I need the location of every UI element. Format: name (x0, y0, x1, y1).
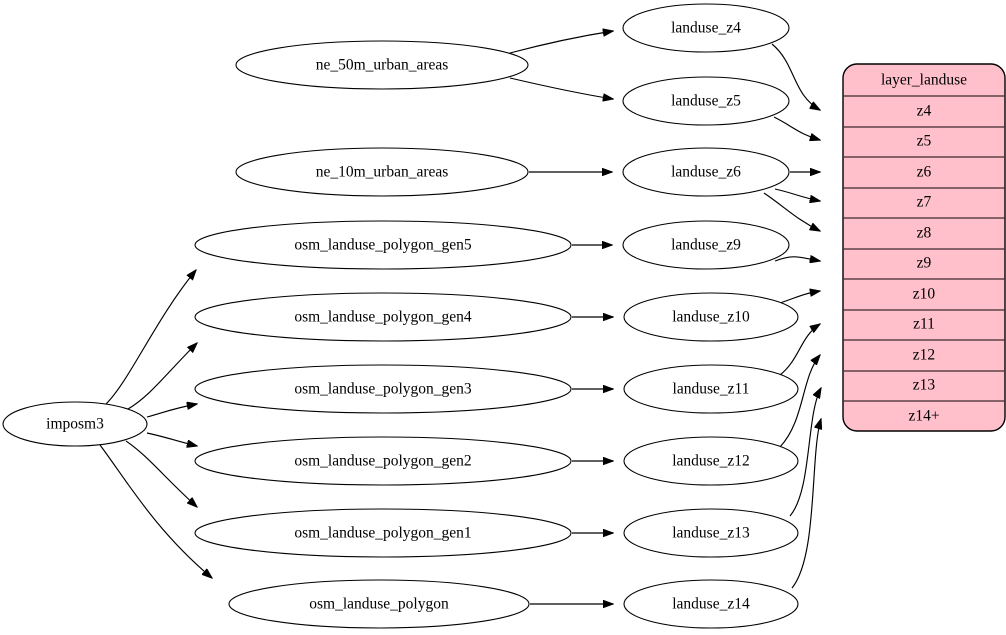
table-row-z9-label: z9 (917, 255, 932, 272)
node-label: ne_50m_urban_areas (316, 57, 449, 74)
node-landuse-z12[interactable]: landuse_z12 (623, 436, 799, 486)
node-label: landuse_z4 (671, 20, 741, 37)
table-row-z5-label: z5 (917, 133, 932, 150)
node-landuse-z6[interactable]: landuse_z6 (622, 147, 790, 197)
table-row-z8-label: z8 (917, 225, 932, 242)
node-label: landuse_z14 (672, 596, 750, 613)
edge-imposm3-to-polygon (99, 444, 212, 578)
table-row-z12-label: z12 (913, 347, 935, 364)
node-landuse-z9[interactable]: landuse_z9 (622, 220, 790, 270)
table-row-z4-label: z4 (917, 103, 932, 120)
edge-landuse-z10-to-row-z10 (779, 291, 820, 304)
node-label: ne_10m_urban_areas (316, 164, 449, 181)
edge-landuse-z12-to-row-z12 (779, 355, 820, 448)
edge-imposm3-to-gen4 (127, 343, 197, 410)
edge-ne50m-to-landuse-z4 (509, 31, 613, 54)
nodes-layer: imposm3 ne_50m_urban_areas ne_10m_urban_… (2, 3, 799, 629)
node-ne-50m-urban-areas[interactable]: ne_50m_urban_areas (235, 40, 529, 90)
table-row-z10-label: z10 (913, 286, 936, 303)
edges-layer (99, 31, 821, 604)
node-landuse-z11[interactable]: landuse_z11 (623, 364, 799, 414)
edge-landuse-z11-to-row-z11 (779, 324, 820, 376)
table-row-z11-label: z11 (913, 316, 935, 333)
edge-landuse-z5-to-row-z5 (773, 116, 820, 140)
node-osm-landuse-polygon-gen4[interactable]: osm_landuse_polygon_gen4 (194, 292, 572, 342)
node-ne-10m-urban-areas[interactable]: ne_10m_urban_areas (235, 147, 529, 197)
node-landuse-z5[interactable]: landuse_z5 (622, 76, 790, 126)
edge-imposm3-to-gen3 (146, 404, 197, 418)
node-label: osm_landuse_polygon_gen3 (294, 381, 472, 398)
node-label: landuse_z12 (672, 453, 749, 470)
node-label: landuse_z9 (671, 237, 741, 254)
table-header-label: layer_landuse (881, 72, 967, 89)
node-landuse-z13[interactable]: landuse_z13 (623, 508, 799, 558)
node-osm-landuse-polygon[interactable]: osm_landuse_polygon (228, 579, 530, 629)
node-landuse-z4[interactable]: landuse_z4 (622, 3, 790, 53)
node-label: imposm3 (46, 416, 104, 433)
node-label: landuse_z5 (671, 93, 741, 110)
node-label: osm_landuse_polygon_gen5 (294, 237, 472, 254)
node-label: osm_landuse_polygon_gen2 (294, 453, 471, 470)
node-label: osm_landuse_polygon (309, 596, 449, 613)
node-osm-landuse-polygon-gen5[interactable]: osm_landuse_polygon_gen5 (194, 220, 572, 270)
node-landuse-z10[interactable]: landuse_z10 (623, 292, 799, 342)
edge-landuse-z14-to-row-z14plus (791, 419, 821, 589)
node-imposm3[interactable]: imposm3 (2, 401, 148, 447)
edge-landuse-z13-to-row-z13 (789, 388, 821, 517)
edge-landuse-z6-to-row-z8 (763, 192, 820, 231)
node-label: landuse_z13 (672, 525, 750, 542)
table-row-z6-label: z6 (917, 164, 932, 181)
edge-ne50m-to-landuse-z5 (509, 77, 613, 99)
node-label: osm_landuse_polygon_gen4 (294, 309, 472, 326)
table-rows: z4 z5 z6 z7 z8 z9 z10 z11 z12 z13 (843, 95, 1005, 425)
edge-landuse-z4-to-row-z4 (771, 43, 820, 110)
table-header-row: layer_landuse (881, 72, 967, 89)
node-label: landuse_z10 (672, 309, 750, 326)
node-label: landuse_z6 (671, 164, 741, 181)
table-row-z14plus-label: z14+ (908, 408, 939, 425)
table-row-z7-label: z7 (917, 194, 932, 211)
edge-imposm3-to-gen5 (105, 270, 196, 405)
node-label: osm_landuse_polygon_gen1 (294, 525, 471, 542)
node-osm-landuse-polygon-gen2[interactable]: osm_landuse_polygon_gen2 (194, 436, 572, 486)
edge-landuse-z9-to-row-z9 (774, 257, 820, 261)
node-osm-landuse-polygon-gen1[interactable]: osm_landuse_polygon_gen1 (194, 508, 572, 558)
edge-imposm3-to-gen1 (125, 440, 197, 507)
table-body-shape (842, 63, 1006, 432)
table-row-z13-label: z13 (913, 377, 936, 394)
layer-landuse-table[interactable]: layer_landuse z4 z5 z6 z7 z8 z9 z10 (842, 63, 1006, 432)
edge-landuse-z6-to-row-z7 (774, 188, 820, 201)
edge-imposm3-to-gen2 (146, 432, 197, 446)
node-landuse-z14[interactable]: landuse_z14 (623, 579, 799, 629)
node-osm-landuse-polygon-gen3[interactable]: osm_landuse_polygon_gen3 (194, 364, 572, 414)
node-label: landuse_z11 (673, 381, 750, 398)
